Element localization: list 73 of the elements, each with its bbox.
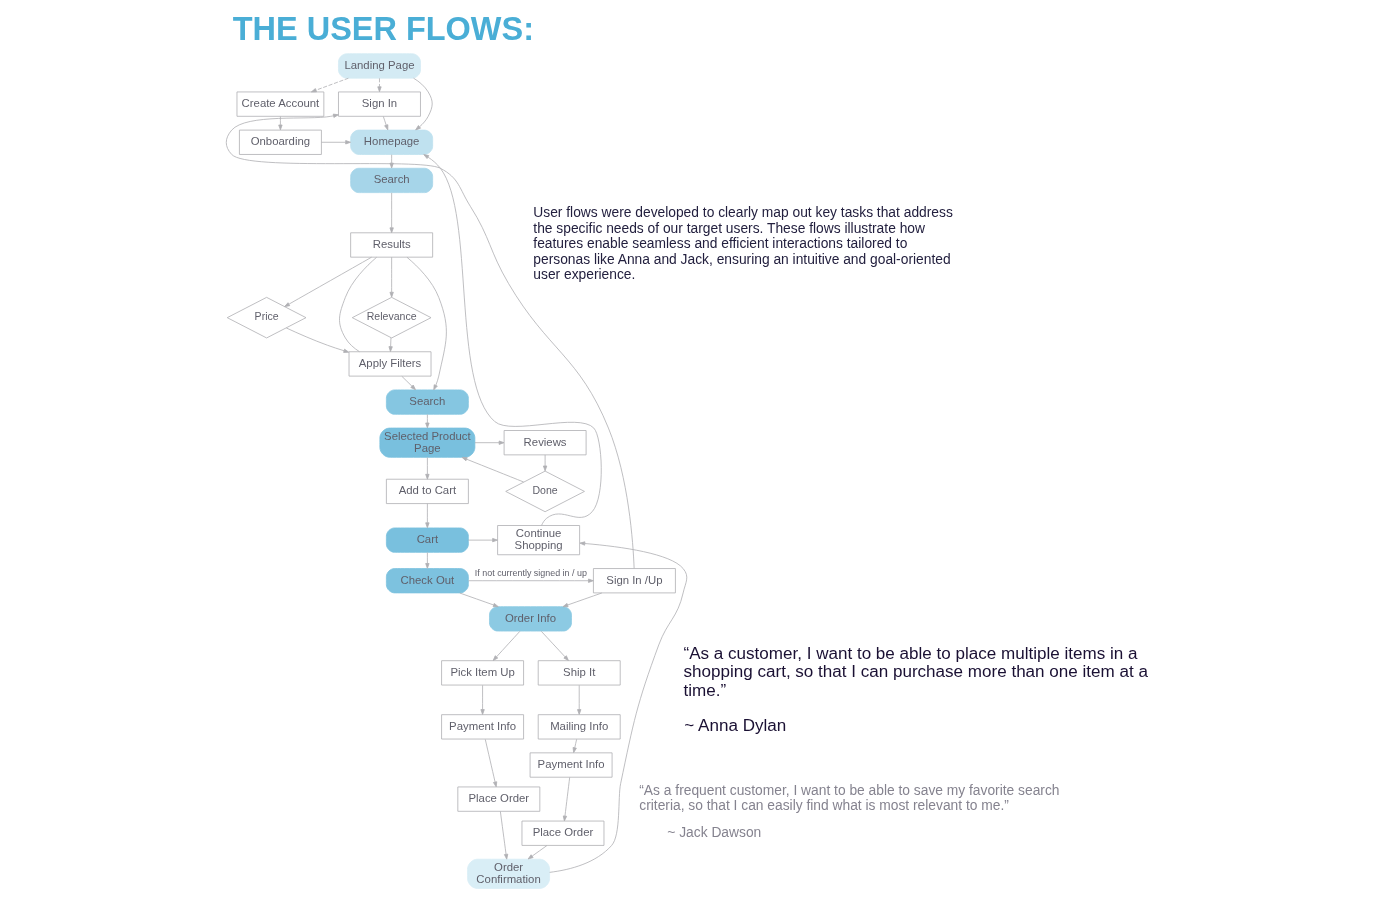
arrow [424, 503, 429, 529]
arrow [474, 440, 504, 445]
node-diamond: Price [226, 296, 306, 339]
arrow [310, 77, 349, 93]
node-box: Sign In [337, 91, 421, 117]
arrow [424, 552, 429, 569]
arrow [225, 113, 635, 569]
arrow [382, 116, 388, 131]
arrow [548, 541, 687, 873]
node-box: Mailing Info [537, 714, 621, 740]
arrow [562, 777, 570, 822]
arrow [492, 630, 520, 661]
node-box: Selected Product Page [378, 427, 475, 458]
node-box: Payment Info [529, 752, 612, 778]
label: ~ Anna Dylan [683, 716, 786, 736]
node-box: Reviews [503, 430, 586, 456]
node-box: Search [349, 167, 433, 194]
node-box: Onboarding [238, 129, 322, 155]
arrow [542, 454, 547, 472]
arrow [467, 578, 594, 583]
node-box: Place Order [456, 786, 540, 812]
label: “As a customer, I want to be able to place multiple items in a shopping cart, so that I can purchase more than one item at a time.” [683, 643, 1148, 700]
node-box: Ship It [537, 660, 621, 686]
arrow [376, 77, 382, 93]
arrow [527, 845, 547, 860]
node-box: Apply Filters [348, 351, 431, 377]
label: ~ Jack Dawson [666, 824, 761, 840]
arrow [277, 116, 283, 131]
arrow [458, 592, 499, 608]
node-box: Search [385, 389, 469, 415]
arrow [572, 738, 577, 753]
arrow [422, 154, 602, 526]
node-box: Check Out [385, 568, 469, 594]
arrow [283, 256, 372, 307]
edge-label: If not currently signed in / up [474, 567, 587, 578]
arrow [412, 77, 433, 131]
label: “As a frequent customer, I want to be able to save my favorite search criteria, so that I can easily find what is most relevant to me.” [638, 782, 1060, 814]
node-box: Sign In /Up [592, 568, 676, 594]
arrow [389, 256, 394, 298]
node-box: Order Confirmation [466, 858, 550, 889]
node-box: Add to Cart [385, 478, 469, 504]
node-diamond: Relevance [351, 296, 431, 339]
node-box: Pick Item Up [440, 660, 524, 686]
arrow [467, 538, 498, 543]
arrow [389, 154, 394, 169]
arrow [389, 192, 394, 234]
arrow [388, 337, 393, 352]
node-box: Order Info [488, 606, 572, 632]
node-box: Results [349, 232, 433, 258]
node-box: Cart [385, 527, 469, 553]
node-box: Homepage [349, 129, 433, 155]
node-box: Continue Shopping [496, 525, 580, 556]
diagram-title: THE USER FLOWS: [232, 10, 534, 47]
label: User flows were developed to clearly map out key tasks that address the specific needs of our target users. These flows illustrate how features enable seamless and efficient interactions tailored to personas like Anna and Jack, ensuring an intuitive and goal-oriented user experience. [532, 205, 953, 283]
node-box: Place Order [521, 820, 604, 846]
arrow [424, 414, 429, 429]
arrow [562, 592, 602, 608]
arrow [424, 456, 429, 480]
connector [338, 256, 377, 353]
node-box: Payment Info [440, 714, 524, 740]
arrow [400, 375, 416, 391]
arrow [320, 140, 351, 145]
arrow [540, 630, 569, 661]
node-box: Landing Page [337, 53, 421, 79]
arrow [406, 256, 447, 391]
arrow [576, 684, 581, 715]
arrow [479, 684, 485, 715]
arrow [499, 810, 508, 860]
node-box: Create Account [236, 91, 324, 117]
arrow [461, 456, 524, 483]
node-diamond: Done [504, 470, 585, 513]
arrow [285, 327, 349, 353]
arrow [484, 738, 497, 788]
